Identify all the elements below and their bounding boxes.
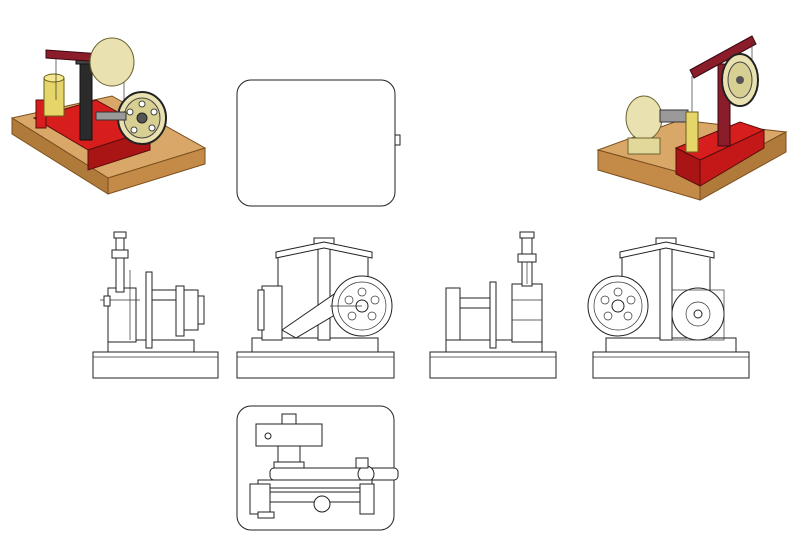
left-side-view	[92, 231, 219, 379]
rear-view	[587, 237, 750, 379]
right-view-base	[429, 351, 557, 379]
front-column	[317, 247, 331, 341]
top-view-base-outline	[236, 79, 396, 207]
isometric-view-back-right	[596, 35, 788, 201]
isometric-view-front-left	[10, 37, 207, 195]
front-beam	[275, 241, 373, 259]
cream-bearing-housing	[625, 95, 663, 141]
rear-view-base	[592, 351, 750, 379]
left-view-base	[92, 351, 219, 379]
yellow-cylinder	[43, 77, 65, 117]
wooden-base-side	[107, 147, 206, 195]
rear-column	[659, 247, 673, 341]
front-view-base	[236, 351, 395, 379]
maroon-beam-2	[689, 35, 757, 79]
dark-column	[79, 57, 93, 141]
top-view	[236, 79, 401, 207]
right-side-view	[429, 231, 557, 379]
cream-flywheel-housing	[89, 37, 135, 87]
bottom-view	[236, 405, 399, 531]
rear-beam	[619, 241, 715, 259]
top-view-shaft-stub	[394, 134, 401, 146]
front-view	[236, 237, 395, 379]
